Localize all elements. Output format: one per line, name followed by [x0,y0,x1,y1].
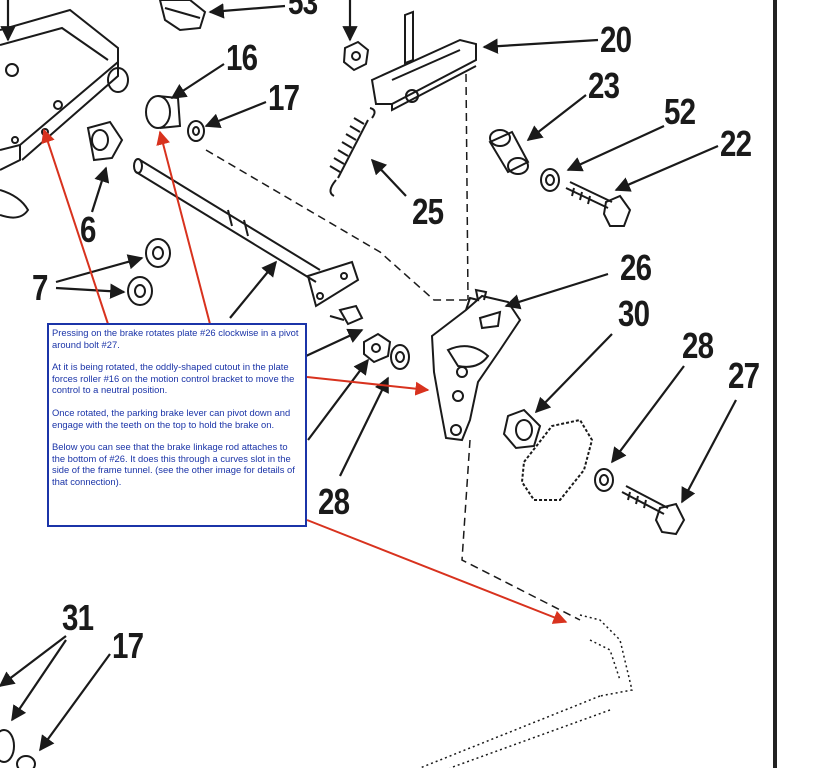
part-bushing-23 [488,129,530,175]
callout-leader-arrows [0,0,737,752]
part-washer-28 [594,468,614,492]
callout-16: 16 [226,37,258,78]
part-bolt-27 [621,485,686,536]
callout-25: 25 [412,191,444,232]
callout-28-right: 28 [682,325,714,366]
part-spring-25 [329,107,376,197]
callout-23: 23 [588,65,620,106]
part-plate-28 [520,418,594,501]
annotation-arrows [41,128,568,624]
callout-30: 30 [618,293,650,334]
part-washer-52 [540,168,560,192]
callout-6: 6 [80,209,96,250]
callout-17-bottom: 17 [112,625,144,666]
part-bolt-22 [565,181,632,227]
part-bushing-6 [86,120,124,162]
part-roller-30 [502,408,542,450]
brake-linkage-rod [419,614,633,768]
part-washers-7 [127,238,171,306]
part-plate-26 [430,288,522,442]
part-washer-17 [187,120,205,142]
part-washers-31-17 [0,729,36,768]
note-paragraph: At it is being rotated, the oddly-shaped… [52,361,295,396]
callout-17: 17 [268,77,300,118]
callout-20: 20 [600,19,632,60]
callout-7: 7 [32,267,48,308]
callout-22: 22 [720,123,752,164]
page-border-line [773,0,777,768]
callout-26: 26 [620,247,652,288]
callout-31: 31 [62,597,94,638]
callout-27: 27 [728,355,760,396]
part-roller-16 [145,95,182,129]
callout-53: 53 [288,0,318,22]
note-paragraph: Pressing on the brake rotates plate #26 … [52,327,299,350]
note-paragraph: Below you can see that the brake linkage… [52,441,295,487]
callout-28-left: 28 [318,481,350,522]
part-nut-and-washer [363,332,410,370]
part-small-bolt [329,304,364,326]
part-shaft [133,158,360,308]
callout-52: 52 [664,91,696,132]
part-bushing-small [107,67,129,93]
note-paragraph: Once rotated, the parking brake lever ca… [52,406,291,430]
part-bracket-20 [342,10,477,112]
part-bolt-53 [158,0,207,32]
dashed-assembly-lines [205,73,581,621]
explanation-note: Pressing on the brake rotates plate #26 … [47,323,307,527]
